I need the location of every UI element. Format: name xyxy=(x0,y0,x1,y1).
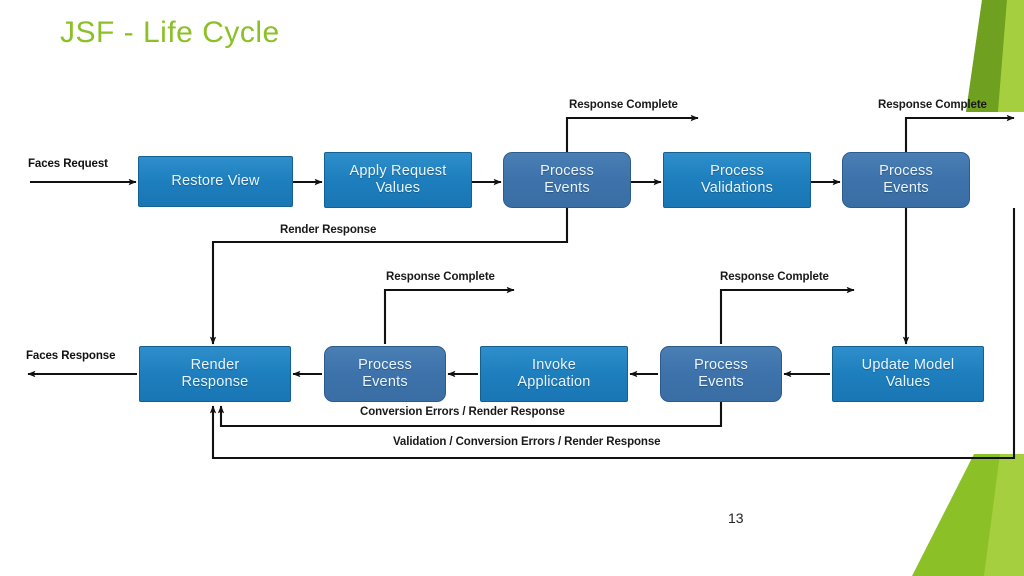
node-process-events-3[interactable]: Process Events xyxy=(660,346,782,402)
diagram-connectors xyxy=(27,114,1016,460)
flow-label-faces-response: Faces Response xyxy=(26,350,116,362)
page-title: JSF - Life Cycle xyxy=(60,16,280,49)
node-process-events-3-line-1: Process xyxy=(694,356,748,373)
node-render-response-line-1: Render xyxy=(190,356,240,373)
edge-label-response-complete-1: Response Complete xyxy=(569,99,678,111)
edge-label-conversion-errors: Conversion Errors / Render Response xyxy=(360,406,565,418)
node-process-validations[interactable]: Process Validations xyxy=(663,152,811,208)
node-invoke-application-line-2: Application xyxy=(517,374,591,390)
jsf-lifecycle-diagram: Faces Request Faces Response Response Co… xyxy=(8,86,1016,476)
node-apply-request-values[interactable]: Apply Request Values xyxy=(324,152,472,208)
page-number: 13 xyxy=(728,510,744,526)
node-process-events-2-line-2: Events xyxy=(883,180,929,196)
node-process-events-1[interactable]: Process Events xyxy=(503,152,631,208)
node-update-model-values-line-1: Update Model xyxy=(861,356,955,373)
node-update-model-values-line-2: Values xyxy=(885,374,931,390)
edge-label-render-response: Render Response xyxy=(280,224,377,236)
node-restore-view[interactable]: Restore View xyxy=(138,156,293,207)
node-update-model-values[interactable]: Update Model Values xyxy=(832,346,984,402)
node-process-events-1-line-1: Process xyxy=(540,162,594,179)
node-apply-request-values-line-2: Values xyxy=(375,180,421,196)
node-restore-view-line-1: Restore View xyxy=(171,172,260,189)
node-process-events-2[interactable]: Process Events xyxy=(842,152,970,208)
node-invoke-application-line-1: Invoke xyxy=(532,356,576,373)
node-process-validations-line-2: Validations xyxy=(700,180,774,196)
node-invoke-application[interactable]: Invoke Application xyxy=(480,346,628,402)
node-process-events-4-line-2: Events xyxy=(362,374,408,390)
edge-label-response-complete-4: Response Complete xyxy=(720,271,829,283)
node-process-validations-line-1: Process xyxy=(710,162,764,179)
node-apply-request-values-line-1: Apply Request xyxy=(349,162,447,179)
node-process-events-4[interactable]: Process Events xyxy=(324,346,446,402)
node-render-response-line-2: Response xyxy=(181,374,249,390)
flow-label-faces-request: Faces Request xyxy=(28,158,108,170)
node-process-events-3-line-2: Events xyxy=(698,374,744,390)
edge-label-response-complete-2: Response Complete xyxy=(878,99,987,111)
node-render-response[interactable]: Render Response xyxy=(139,346,291,402)
edge-label-response-complete-3: Response Complete xyxy=(386,271,495,283)
node-process-events-2-line-1: Process xyxy=(879,162,933,179)
node-process-events-1-line-2: Events xyxy=(544,180,590,196)
node-process-events-4-line-1: Process xyxy=(358,356,412,373)
edge-label-validation-errors: Validation / Conversion Errors / Render … xyxy=(393,436,661,448)
